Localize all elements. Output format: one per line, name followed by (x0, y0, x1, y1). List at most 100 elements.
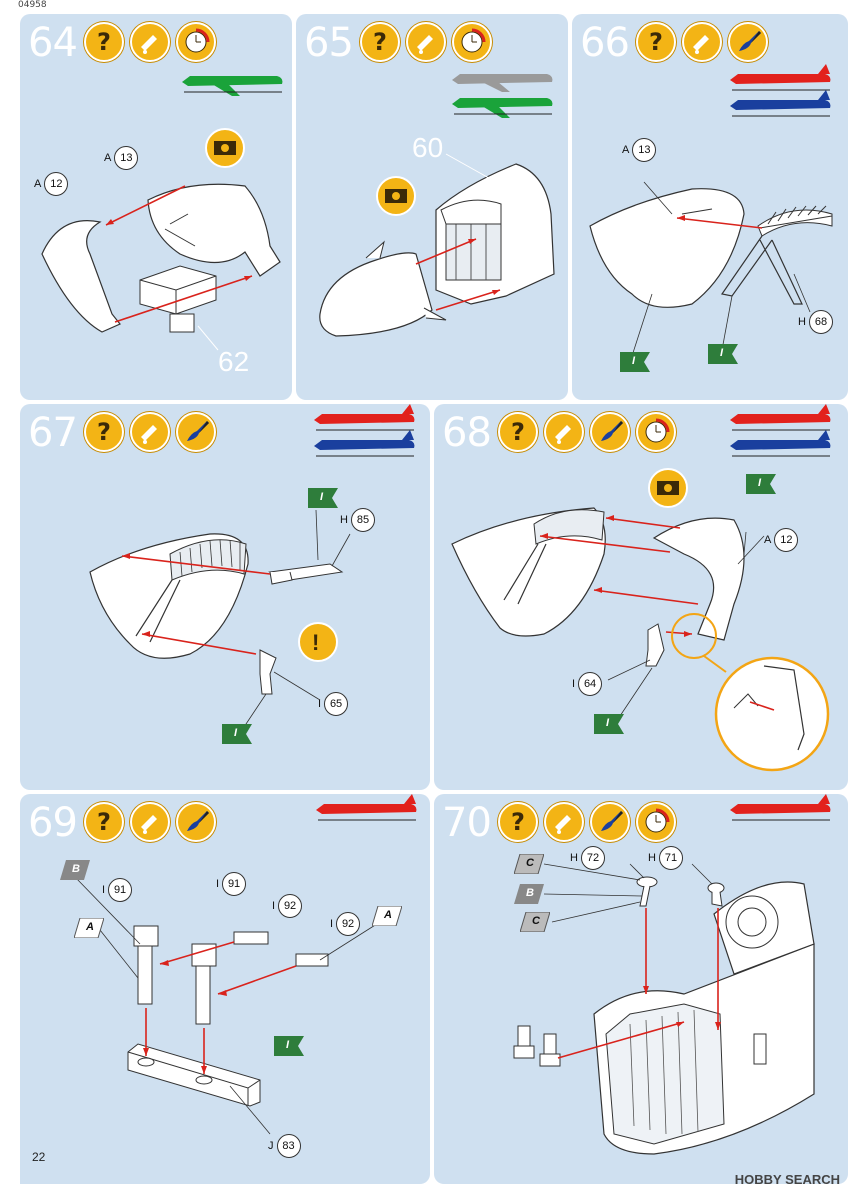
question-icon: ? (498, 412, 538, 452)
step-67-illustration (89, 404, 415, 731)
step-number: 65 (304, 20, 354, 66)
plane-icon (182, 76, 283, 96)
paint-brush-icon (728, 22, 768, 62)
plane-icon (314, 430, 415, 457)
flag-letter: I (720, 347, 724, 359)
step-64-illustration (41, 76, 283, 351)
page-number: 22 (20, 1140, 60, 1184)
step-65-illustration (319, 74, 555, 337)
step-icons: ? (498, 412, 676, 452)
flag-letter: I (758, 477, 762, 489)
glue-icon (544, 412, 584, 452)
flag-letter: A (384, 909, 392, 921)
plane-icon (730, 90, 831, 117)
glue-icon (130, 412, 170, 452)
flag-letter: B (72, 863, 80, 875)
clock-icon (636, 802, 676, 842)
plane-icon (730, 64, 831, 91)
question-icon: ? (84, 412, 124, 452)
paint-flag (514, 884, 544, 904)
plane-icon (452, 74, 553, 92)
question-icon: ? (84, 22, 124, 62)
step-icons: ? (636, 22, 768, 62)
clock-icon (452, 22, 492, 62)
step-icons: ? (84, 22, 216, 62)
clock-icon (176, 22, 216, 62)
paint-flag (620, 352, 650, 372)
step-68-illustration (451, 404, 831, 772)
glue-icon (130, 22, 170, 62)
paint-brush-icon (176, 802, 216, 842)
clock-icon (636, 412, 676, 452)
flag-letter: C (526, 857, 534, 869)
callout-number: 62 (218, 346, 250, 377)
warning-icon: ! (312, 630, 320, 655)
paint-flag (60, 860, 90, 880)
paint-flag (308, 488, 338, 508)
paint-flag (708, 344, 738, 364)
paint-flag (222, 724, 252, 744)
paint-flag (594, 714, 624, 734)
step-66-illustration (589, 64, 833, 357)
question-icon: ? (636, 22, 676, 62)
step-icons: ? (84, 412, 216, 452)
step-icons: ? (84, 802, 216, 842)
question-icon: ? (84, 802, 124, 842)
callout-number: 60 (412, 132, 444, 163)
flag-letter: B (526, 887, 534, 899)
flag-letter: I (320, 491, 324, 503)
flag-letter: A (86, 921, 94, 933)
step-number: 68 (442, 410, 492, 456)
question-icon: ? (360, 22, 400, 62)
plane-icon (730, 794, 831, 821)
paint-brush-icon (590, 412, 630, 452)
step-icons: ? (498, 802, 676, 842)
glue-icon (544, 802, 584, 842)
step-icons: ? (360, 22, 492, 62)
paint-flag (274, 1036, 304, 1056)
step-number: 67 (28, 410, 78, 456)
glue-icon (406, 22, 446, 62)
paint-flag (372, 906, 402, 926)
glue-icon (130, 802, 170, 842)
glue-icon (682, 22, 722, 62)
flag-letter: C (532, 915, 540, 927)
plane-icon (316, 794, 417, 821)
step-number: 69 (28, 800, 78, 846)
step-number: 64 (28, 20, 78, 66)
flag-letter: I (286, 1039, 290, 1051)
plane-icon (452, 98, 553, 118)
paint-brush-icon (590, 802, 630, 842)
watermark: HOBBY SEARCH (734, 1172, 840, 1187)
plane-icon (730, 430, 831, 457)
product-code: 04958 (18, 0, 47, 10)
step-65-panel: 65 ? 60 (296, 14, 568, 400)
step-number: 66 (580, 20, 630, 66)
paint-flag (746, 474, 776, 494)
flag-letter: I (632, 355, 636, 367)
paint-brush-icon (176, 412, 216, 452)
step-69-illustration (75, 794, 417, 1135)
step-70-illustration (513, 794, 831, 1155)
paint-flag (520, 912, 550, 932)
question-icon: ? (498, 802, 538, 842)
flag-letter: I (234, 727, 238, 739)
